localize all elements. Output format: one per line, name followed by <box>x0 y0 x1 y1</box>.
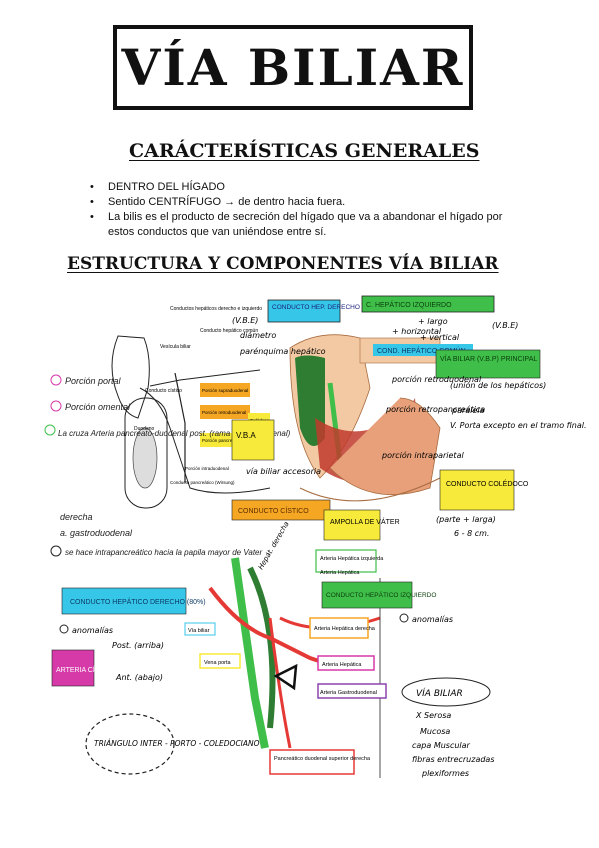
title-box: VÍA BILIAR <box>113 25 473 110</box>
svg-text:Vena porta: Vena porta <box>204 660 232 666</box>
svg-text:diámetro: diámetro <box>240 331 276 340</box>
bullet-icon: • <box>90 196 94 208</box>
label-retroduodenal: Porción retroduodenal <box>202 410 246 415</box>
svg-text:+ vertical: + vertical <box>420 333 460 342</box>
top-boxes: CONDUCTO HEP. DERECHO (V.B.E) diámetro p… <box>231 295 587 541</box>
svg-text:Vía biliar: Vía biliar <box>188 628 210 634</box>
section-heading-estructura: ESTRUCTURA Y COMPONENTES VÍA BILIAR <box>67 254 499 274</box>
svg-text:porción retroduodenal: porción retroduodenal <box>391 374 482 384</box>
anatomy-diagram: Vesícula biliar Conductos hepáticos dere… <box>44 295 587 778</box>
label-pancreatica: Porción pancreática <box>202 438 242 443</box>
left-notes: Porción portal Porción omental La cruza … <box>44 374 291 557</box>
box-via-principal: VÍA BILIAR (V.B.P) PRINCIPAL <box>440 354 537 363</box>
note-omental: Porción omental <box>65 402 131 412</box>
bottom-diagram: Arteria Hepática izquierda Arteria Hepát… <box>51 520 495 778</box>
label-triangulo: TRIÁNGULO INTER - PORTO - COLEDOCIANO <box>94 739 260 748</box>
svg-text:+ largo: + largo <box>418 317 448 326</box>
svg-text:Mucosa: Mucosa <box>420 727 450 736</box>
svg-text:parénquima hepático: parénquima hepático <box>239 346 326 356</box>
bullet-item: • DENTRO DEL HÍGADO <box>90 181 225 193</box>
svg-text:vía biliar accesoria: vía biliar accesoria <box>246 467 321 476</box>
svg-text:fibras entrecruzadas: fibras entrecruzadas <box>412 755 495 764</box>
note-cruz: La cruza Arteria pancreato-duodenal post… <box>58 429 291 438</box>
svg-text:anomalías: anomalías <box>72 626 113 635</box>
svg-text:porción intraparietal: porción intraparietal <box>381 450 464 460</box>
svg-text:porción retropancreática: porción retropancreática <box>385 404 485 414</box>
box-hep-izq: C. HEPÁTICO IZQUIERDO <box>366 300 452 309</box>
svg-text:V. Porta excepto en el tramo f: V. Porta excepto en el tramo final. <box>450 421 587 430</box>
svg-text:Arteria Hepática derecha: Arteria Hepática derecha <box>314 626 376 632</box>
svg-text:Pancreático duodenal superior: Pancreático duodenal superior derecha <box>274 756 371 762</box>
label-duodeno: Duodeno <box>134 426 155 432</box>
label-vesicula: Vesícula biliar <box>160 344 191 350</box>
svg-text:Post. (arriba): Post. (arriba) <box>112 641 164 650</box>
page-title: VÍA BILIAR <box>121 38 465 97</box>
svg-text:6 - 8 cm.: 6 - 8 cm. <box>454 529 489 538</box>
label-wirsung: Conducto pancreático (Wirsung) <box>170 480 235 485</box>
svg-text:Arteria Gastroduodenal: Arteria Gastroduodenal <box>320 690 377 696</box>
label-supraduodenal: Porción supraduodenal <box>202 388 248 393</box>
svg-text:Hepát. derecha: Hepát. derecha <box>257 520 291 571</box>
bullet-icon: • <box>90 211 94 223</box>
label-cistico: Conducto cístico <box>145 388 182 394</box>
box-hep-izq-bottom: CONDUCTO HEPÁTICO IZQUIERDO <box>326 590 436 599</box>
label-hep-der-izq: Conductos hepáticos derecho e izquierdo <box>170 306 262 312</box>
svg-text:capa Muscular: capa Muscular <box>412 741 471 750</box>
box-vba: V.B.A <box>236 431 256 440</box>
svg-text:(parte + larga): (parte + larga) <box>436 515 496 524</box>
svg-text:anomalías: anomalías <box>412 615 453 624</box>
box-cistico: CONDUCTO CÍSTICO <box>238 506 309 515</box>
note-portal: Porción portal <box>65 376 122 386</box>
note-gastro: a. gastroduodenal <box>60 528 133 538</box>
svg-text:X Serosa: X Serosa <box>415 711 451 720</box>
svg-text:Arteria Hepática: Arteria Hepática <box>322 662 362 668</box>
svg-text:Ant. (abajo): Ant. (abajo) <box>115 673 163 682</box>
box-hep-comun: COND. HEPÁTICO COMÚN <box>377 346 466 355</box>
svg-text:Arteria Hepática: Arteria Hepática <box>320 570 360 576</box>
bullet-item: • La bilis es el producto de secreción d… <box>90 211 503 238</box>
label-via-biliar: VÍA BILIAR <box>416 687 463 699</box>
label-art-hep-izq: Arteria Hepática izquierda <box>320 556 384 562</box>
bullet-item: • Sentido CENTRÍFUGO → de dentro hacia f… <box>90 196 346 208</box>
box-hep-der: CONDUCTO HEP. DERECHO <box>272 304 360 311</box>
section-heading-caracteristicas: CARÁCTERÍSTICAS GENERALES <box>129 140 480 162</box>
svg-text:(unión de los hepáticos): (unión de los hepáticos) <box>450 380 546 390</box>
svg-text:(V.B.E): (V.B.E) <box>492 321 518 330</box>
label-hep-comun: Conducto hepático común <box>200 328 258 334</box>
label-intraduodenal: Porción intraduodenal <box>185 466 229 471</box>
note-intrapancreatico: se hace intrapancreático hacia la papila… <box>65 548 262 557</box>
svg-text:+ horizontal: + horizontal <box>392 327 442 336</box>
box-arteria-cistica: ARTERIA CÍSTICA <box>56 665 116 674</box>
box-ampolla: AMPOLLA DE VÁTER <box>330 517 400 526</box>
box-hep-der-bottom: CONDUCTO HEPÁTICO DERECHO (80%) <box>70 597 206 606</box>
svg-text:(V.B.E): (V.B.E) <box>232 316 258 325</box>
box-coledoco: CONDUCTO COLÉDOCO <box>446 479 529 488</box>
note-derecha: derecha <box>60 512 93 522</box>
svg-text:paralela: paralela <box>451 406 485 415</box>
svg-text:plexiformes: plexiformes <box>421 769 469 778</box>
bullet-icon: • <box>90 181 94 193</box>
